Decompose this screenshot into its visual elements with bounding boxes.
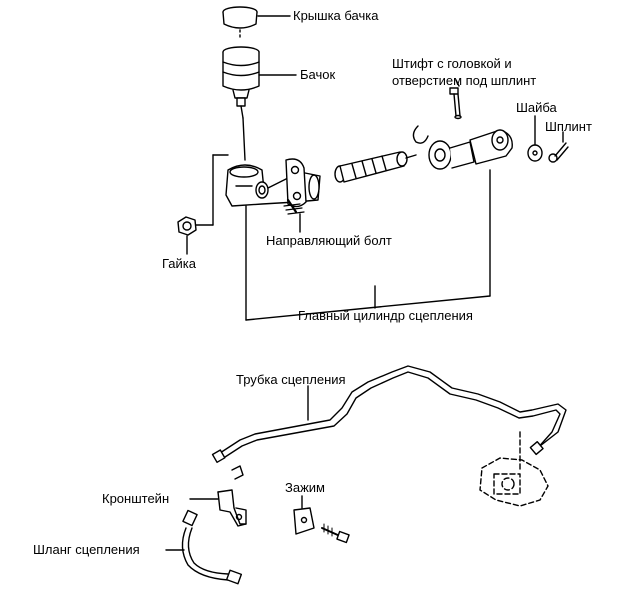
label-reservoir-cap: Крышка бачка	[293, 8, 379, 23]
clevis-fork	[428, 129, 513, 170]
label-clutch-pipe: Трубка сцепления	[236, 372, 346, 387]
label-reservoir: Бачок	[300, 67, 336, 82]
retainer-clip	[231, 465, 244, 480]
upper-leader-lines	[186, 79, 564, 321]
clip-ring	[412, 125, 429, 144]
washer	[527, 144, 543, 162]
headed-pin	[449, 87, 462, 120]
clutch-pipe	[211, 365, 567, 464]
master-cylinder-body	[225, 158, 321, 215]
reservoir-cap	[222, 6, 258, 41]
nut	[177, 216, 197, 236]
label-washer: Шайба	[516, 100, 557, 115]
push-rod-boot	[334, 151, 417, 183]
label-clamp: Зажим	[285, 480, 325, 495]
label-clutch-hose: Шланг сцепления	[33, 542, 140, 557]
slave-cylinder-outline	[479, 431, 549, 507]
label-bracket: Кронштейн	[102, 491, 170, 506]
label-pin-line2: отверстием под шплинт	[392, 73, 537, 88]
reservoir	[222, 46, 260, 161]
cotter-pin	[548, 142, 569, 163]
label-master-cylinder: Главный цилиндр сцепления	[298, 308, 473, 323]
clamp	[293, 507, 315, 535]
bracket	[217, 489, 247, 527]
clutch-hose	[181, 509, 243, 585]
label-guide-bolt: Направляющий болт	[266, 233, 392, 248]
label-nut: Гайка	[162, 256, 197, 271]
label-pin-line1: Штифт с головкой и	[392, 56, 512, 71]
label-cotter-pin: Шплинт	[545, 119, 592, 134]
clamp-bolt	[321, 523, 350, 544]
